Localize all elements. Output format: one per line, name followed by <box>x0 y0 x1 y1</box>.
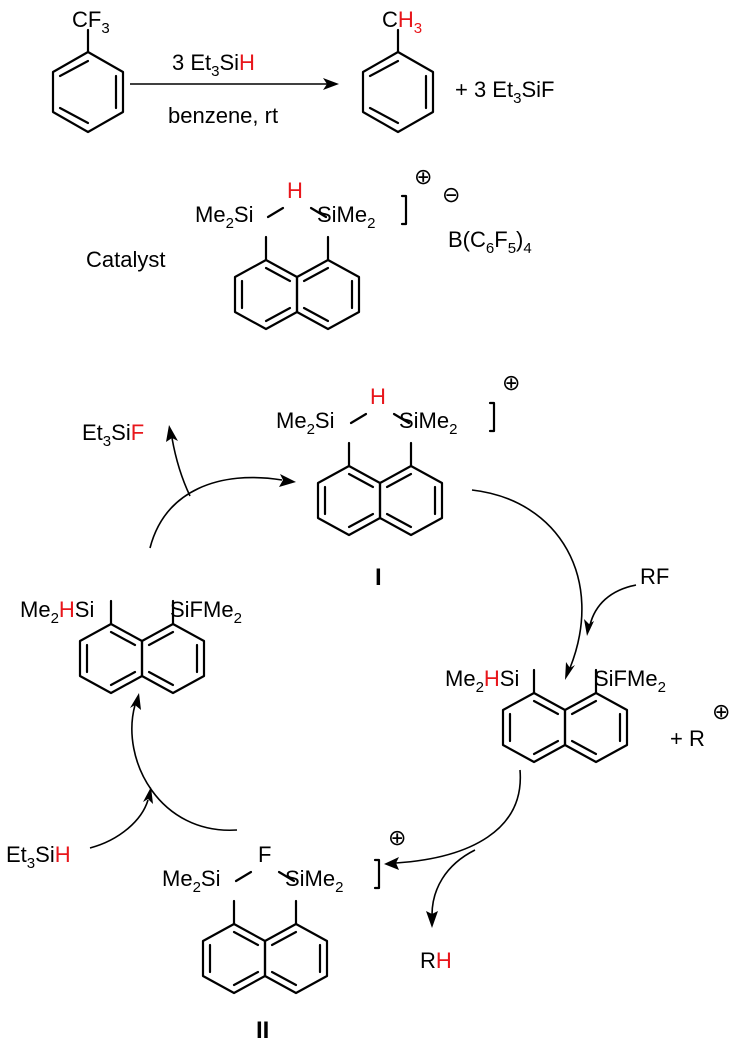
branch-arrow-et3sif <box>166 425 191 497</box>
product-substituent: CH3 <box>382 7 422 37</box>
reactant-substituent: CF3 <box>72 7 110 37</box>
bracket <box>400 194 408 226</box>
conditions-label: benzene, rt <box>168 103 278 128</box>
species-I-charge: ⊕ <box>502 370 520 395</box>
branch-arrow-rh <box>426 849 476 928</box>
intermediate-left: Me2HSi SiFMe2 <box>20 597 242 695</box>
species-II-charge: ⊕ <box>388 825 406 850</box>
branch-arrow-et3sih <box>89 787 153 849</box>
product-toluene: CH3 <box>361 7 435 134</box>
reaction-arrow <box>130 78 339 90</box>
benzene-ring <box>51 28 125 134</box>
intermediate-right: Me2HSi SiFMe2 <box>445 666 666 764</box>
catalyst-left-si: Me2Si <box>195 202 253 232</box>
cycle-arrow-top-left <box>149 474 296 549</box>
species-I-left-si: Me2Si <box>276 408 334 438</box>
catalyst-bridge-h: H <box>287 178 303 203</box>
r-cation-charge: ⊕ <box>712 699 730 724</box>
anion-charge: ⊖ <box>442 182 460 207</box>
species-I-bridge-h: H <box>370 384 386 409</box>
reagent-rh: RH <box>420 948 452 973</box>
reagent-et3sif: Et3SiF <box>82 420 144 450</box>
species-I: Me2Si H SiMe2 ⊕ I <box>276 370 520 591</box>
intermediate-right-left-si: Me2HSi <box>445 666 519 696</box>
intermediate-right-right-si: SiFMe2 <box>594 666 666 696</box>
species-II-bridge-f: F <box>258 842 271 867</box>
anion-label: B(C6F5)4 <box>448 227 532 257</box>
species-II-label: II <box>256 1017 269 1042</box>
cycle-arrow-bottom-right <box>384 769 522 870</box>
cycle-arrow-bottom-left <box>130 693 238 831</box>
intermediate-left-left-si: Me2HSi <box>20 597 94 627</box>
species-II-left-si: Me2Si <box>162 866 220 896</box>
reagent-rf: RF <box>640 564 669 589</box>
reagent-et3sih: Et3SiH <box>6 842 71 872</box>
reagent-label: 3 Et3SiH <box>172 50 255 80</box>
catalyst-right-si: SiMe2 <box>317 202 375 232</box>
branch-arrow-rf <box>584 584 637 636</box>
species-II-right-si: SiMe2 <box>285 866 343 896</box>
side-product-r-cation: + R <box>670 726 705 751</box>
species-I-label: I <box>375 564 382 591</box>
catalyst-label: Catalyst <box>86 247 165 272</box>
byproduct-label: + 3 Et3SiF <box>455 77 554 107</box>
benzene-ring <box>361 28 435 134</box>
species-I-right-si: SiMe2 <box>399 408 457 438</box>
reactant-trifluorotoluene: CF3 <box>51 7 125 134</box>
intermediate-left-right-si: SiFMe2 <box>170 597 242 627</box>
cycle-arrow-right <box>471 489 583 680</box>
catalyst-charge: ⊕ <box>414 164 432 189</box>
bracket <box>373 858 381 890</box>
species-II: Me2Si F SiMe2 ⊕ II <box>162 825 406 1042</box>
bracket <box>488 401 496 433</box>
catalyst-structure: Me2Si H SiMe2 ⊕ <box>195 164 432 331</box>
